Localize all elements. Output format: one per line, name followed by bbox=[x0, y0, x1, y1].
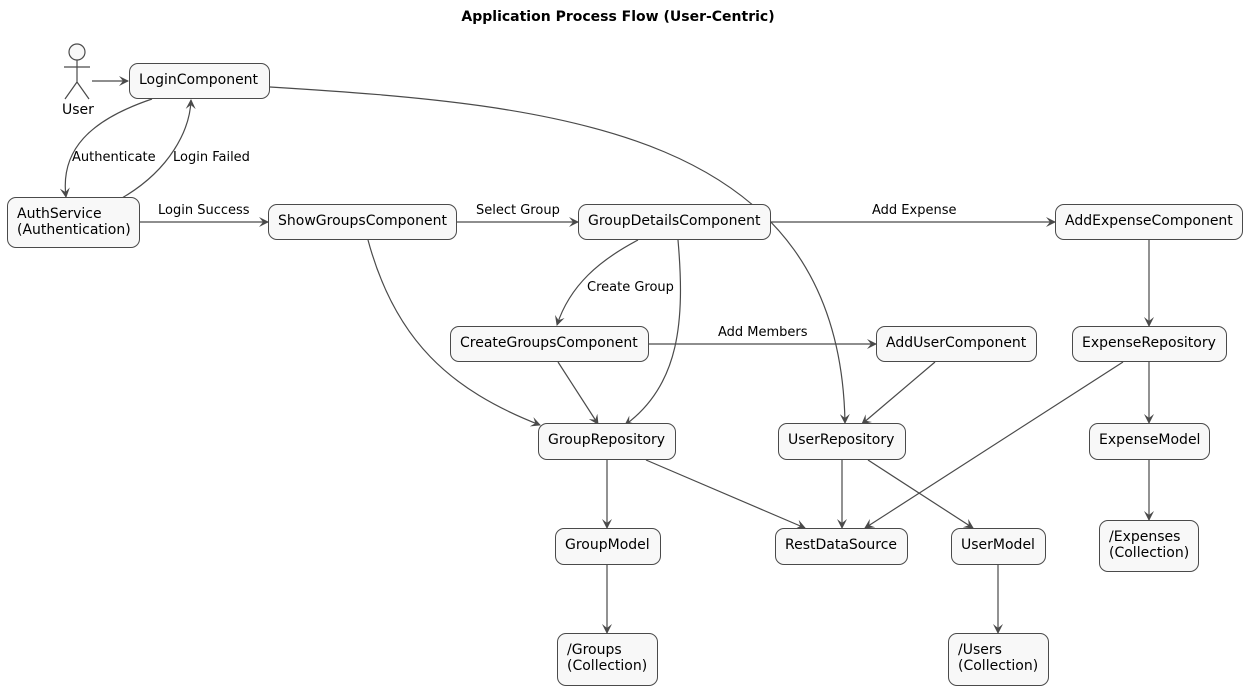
node-users-collection[interactable]: /Users (Collection) bbox=[948, 633, 1049, 686]
node-group-model[interactable]: GroupModel bbox=[555, 528, 661, 565]
node-groups-collection[interactable]: /Groups (Collection) bbox=[557, 633, 658, 686]
actor-user-label: User bbox=[62, 102, 94, 118]
edge-label-select-group: Select Group bbox=[476, 203, 560, 218]
edge-label-add-expense: Add Expense bbox=[872, 203, 957, 218]
edge-login-auth bbox=[59, 98, 153, 198]
edge-label-login-success: Login Success bbox=[158, 203, 250, 218]
edge-label-authenticate: Authenticate bbox=[72, 150, 156, 165]
stick-figure-icon bbox=[64, 43, 90, 100]
edge-groupdetails-grouprepo bbox=[624, 239, 682, 426]
node-expense-model[interactable]: ExpenseModel bbox=[1089, 423, 1210, 460]
edge-grouprepo-restdata bbox=[645, 459, 806, 530]
node-group-repository[interactable]: GroupRepository bbox=[538, 423, 676, 460]
edge-label-add-members: Add Members bbox=[718, 325, 808, 340]
edge-userrepo-usermodel bbox=[867, 459, 974, 529]
edge-showgroups-grouprepo bbox=[367, 239, 541, 427]
node-expense-repository[interactable]: ExpenseRepository bbox=[1072, 326, 1227, 362]
edge-adduser-userrepo bbox=[861, 361, 936, 425]
node-user-model[interactable]: UserModel bbox=[951, 528, 1046, 565]
edge-label-login-failed: Login Failed bbox=[173, 150, 250, 165]
node-auth-service[interactable]: AuthService (Authentication) bbox=[7, 197, 140, 248]
edge-groupdetails-creategroups bbox=[555, 239, 639, 326]
edge-auth-login bbox=[121, 99, 196, 199]
node-user-repository[interactable]: UserRepository bbox=[778, 423, 906, 460]
diagram-title: Application Process Flow (User-Centric) bbox=[461, 9, 775, 25]
edge-expenserepo-restdata bbox=[864, 361, 1124, 529]
node-add-user-component[interactable]: AddUserComponent bbox=[876, 326, 1037, 362]
node-rest-data-source[interactable]: RestDataSource bbox=[775, 528, 908, 565]
edge-creategroups-grouprepo bbox=[557, 361, 599, 425]
node-group-details-component[interactable]: GroupDetailsComponent bbox=[578, 204, 771, 240]
edge-label-create-group: Create Group bbox=[587, 280, 674, 295]
node-expenses-collection[interactable]: /Expenses (Collection) bbox=[1099, 520, 1199, 572]
node-create-groups-component[interactable]: CreateGroupsComponent bbox=[450, 326, 649, 362]
edge-login-userrepo bbox=[269, 86, 850, 424]
node-show-groups-component[interactable]: ShowGroupsComponent bbox=[268, 204, 457, 240]
node-add-expense-component[interactable]: AddExpenseComponent bbox=[1055, 204, 1243, 240]
node-login-component[interactable]: LoginComponent bbox=[129, 63, 270, 99]
